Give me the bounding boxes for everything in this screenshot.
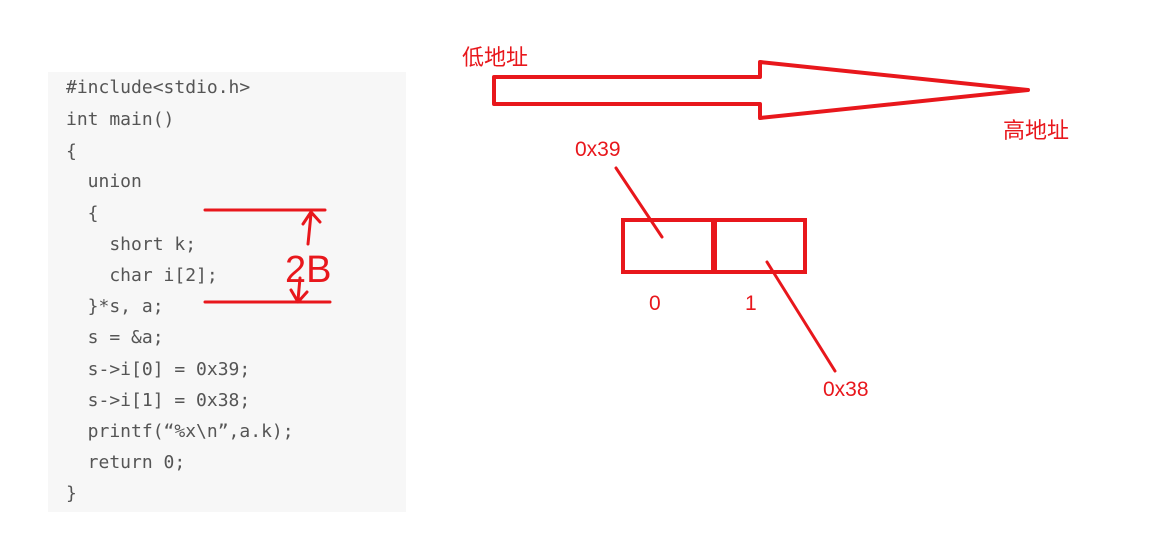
- high-address-label: 高地址: [1003, 118, 1070, 143]
- code-line: {: [66, 141, 77, 162]
- code-line: s->i[1] = 0x38;: [66, 390, 251, 411]
- pointer-line-cell-0: [614, 166, 664, 239]
- size-arrow-up-icon: [301, 210, 322, 246]
- code-line: int main(): [66, 109, 175, 130]
- cell-0-value: 0x39: [575, 138, 621, 161]
- size-annotation: 2B: [285, 249, 331, 291]
- code-line: char i[2];: [66, 265, 218, 286]
- address-direction-arrow: [492, 60, 1030, 120]
- code-line: }*s, a;: [66, 296, 164, 317]
- code-line: short k;: [66, 234, 197, 255]
- code-line: s->i[0] = 0x39;: [66, 359, 251, 380]
- memory-cell-1: [713, 218, 807, 274]
- code-line: printf(“%x\n”,a.k);: [66, 421, 294, 442]
- code-line: s = &a;: [66, 327, 164, 348]
- code-line: }: [66, 483, 77, 504]
- code-panel: #include<stdio.h> int main() { union { s…: [48, 72, 406, 512]
- pointer-line-cell-1: [765, 260, 837, 373]
- cell-1-value: 0x38: [823, 378, 869, 401]
- cell-0-index: 0: [649, 292, 661, 315]
- low-address-label: 低地址: [462, 45, 529, 70]
- code-line: union: [66, 171, 142, 192]
- memory-cell-0: [621, 218, 715, 274]
- size-arrow-down-icon: [289, 276, 309, 304]
- code-line: #include<stdio.h>: [66, 77, 251, 98]
- cell-1-index: 1: [745, 292, 757, 315]
- code-line: {: [66, 203, 99, 224]
- code-line: return 0;: [66, 452, 186, 473]
